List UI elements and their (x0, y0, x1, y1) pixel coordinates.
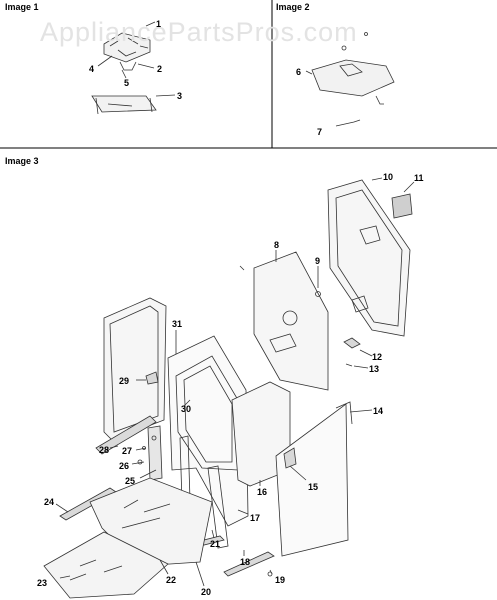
callout-18: 18 (240, 557, 251, 567)
callout-10: 10 (383, 172, 394, 182)
callout-23: 23 (37, 578, 48, 588)
part-bracket-15 (283, 447, 297, 469)
part-mount-plate (91, 95, 157, 113)
callout-28: 28 (99, 445, 110, 455)
callout-2: 2 (157, 64, 163, 74)
callout-17: 17 (250, 513, 261, 523)
callout-1: 1 (156, 19, 162, 29)
callout-6: 6 (296, 67, 302, 77)
part-left-panel (103, 297, 167, 441)
callout-29: 29 (119, 376, 130, 386)
part-side-panel-14 (275, 403, 349, 557)
part-side-panel (253, 251, 329, 391)
callout-26: 26 (119, 461, 130, 471)
panel-label-image-1: Image 1 (5, 2, 39, 12)
part-back-panel (327, 179, 411, 337)
part-cover-plate (311, 59, 395, 97)
callout-8: 8 (274, 240, 280, 250)
callout-22: 22 (166, 575, 177, 585)
part-bracket-25 (147, 425, 163, 481)
part-vent (391, 193, 413, 219)
callout-31: 31 (172, 319, 183, 329)
watermark: AppliancePartsPros.com (40, 17, 358, 47)
part-clip-12 (343, 337, 361, 349)
callout-16: 16 (257, 487, 268, 497)
callout-15: 15 (308, 482, 319, 492)
panel-label-image-2: Image 2 (276, 2, 310, 12)
part-rail-18 (223, 551, 275, 577)
callout-14: 14 (373, 406, 384, 416)
callout-19: 19 (275, 575, 286, 585)
part-bottom-plate-23 (43, 531, 169, 599)
callout-7: 7 (317, 127, 323, 137)
part-rail-28 (95, 415, 157, 455)
callout-12: 12 (372, 352, 383, 362)
callout-3: 3 (177, 91, 183, 101)
callout-25: 25 (125, 476, 136, 486)
callout-9: 9 (315, 256, 321, 266)
callout-13: 13 (369, 364, 380, 374)
callout-4: 4 (89, 64, 95, 74)
part-clip-29 (145, 371, 159, 385)
callout-11: 11 (414, 173, 424, 183)
part-bracket-top (103, 32, 151, 63)
callout-21: 21 (210, 539, 221, 549)
callout-30: 30 (181, 404, 192, 414)
callout-27: 27 (122, 446, 133, 456)
callout-24: 24 (44, 497, 55, 507)
panel-label-image-3: Image 3 (5, 156, 39, 166)
callout-20: 20 (201, 587, 212, 597)
callout-5: 5 (124, 78, 130, 88)
